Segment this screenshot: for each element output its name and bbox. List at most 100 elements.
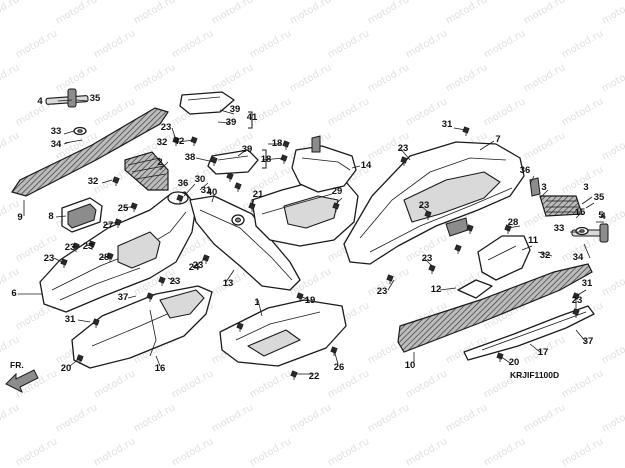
left-lower-panel-16 <box>71 285 213 369</box>
callout-28: 28 <box>508 217 519 228</box>
plate-12 <box>457 279 493 299</box>
watermark-text: motod.ru <box>170 436 215 468</box>
watermark-text: motod.ru <box>560 436 605 468</box>
leader-line <box>103 221 119 226</box>
callout-42: 42 <box>174 136 185 147</box>
panel-14 <box>291 135 357 193</box>
leader-line <box>399 147 411 161</box>
callout-23: 23 <box>422 253 433 264</box>
leader-line <box>195 157 215 163</box>
group-bracket-41 <box>248 111 253 129</box>
callout-4: 4 <box>37 96 43 107</box>
center-inner-panel-13 <box>189 195 301 291</box>
leader-line <box>529 175 535 185</box>
fastener-icon <box>424 210 432 220</box>
leader-line <box>581 196 593 205</box>
callout-23: 23 <box>44 253 55 264</box>
callout-5: 5 <box>598 210 604 221</box>
callout-26: 26 <box>334 362 345 373</box>
leader-line <box>63 141 71 145</box>
front-direction-arrow <box>5 369 39 394</box>
callout-35: 35 <box>90 93 101 104</box>
watermark-text: motod.ru <box>366 266 411 298</box>
callout-32: 32 <box>157 137 168 148</box>
fastener-icon <box>280 154 288 164</box>
leader-line <box>335 197 343 205</box>
callout-23: 23 <box>193 260 204 271</box>
callout-17: 17 <box>538 347 549 358</box>
callout-32: 32 <box>88 176 99 187</box>
fastener-icon <box>60 258 68 268</box>
callout-23: 23 <box>83 241 94 252</box>
watermark-text: motod.ru <box>0 130 21 162</box>
leader-lines <box>18 99 604 375</box>
callout-33: 33 <box>554 223 565 234</box>
fastener-icon <box>106 252 114 262</box>
watermark-text: motod.ru <box>404 28 449 60</box>
leader-line <box>127 295 137 299</box>
front-direction-label: FR. <box>10 360 24 370</box>
leader-line <box>177 139 195 143</box>
callout-34: 34 <box>573 252 584 263</box>
watermark-text: motod.ru <box>366 62 411 94</box>
leader-line <box>387 279 395 291</box>
fastener-icon <box>190 136 198 146</box>
leader-line <box>299 295 310 301</box>
callout-19: 19 <box>305 295 316 306</box>
watermark-text: motod.ru <box>600 130 625 162</box>
callout-37: 37 <box>583 336 594 347</box>
callout-36: 36 <box>520 165 531 176</box>
fastener-icon <box>88 240 96 250</box>
callout-10: 10 <box>405 360 416 371</box>
leader-line <box>99 255 111 259</box>
watermark-text: motod.ru <box>522 130 567 162</box>
leader-line <box>57 99 73 102</box>
leader-line <box>257 299 263 317</box>
callout-labels: 1234456789101112131415161718181920202122… <box>11 93 606 382</box>
leader-line <box>53 257 63 263</box>
callout-7: 7 <box>495 134 500 145</box>
callout-31: 31 <box>582 278 593 289</box>
callout-20: 20 <box>61 363 72 374</box>
watermark-text: motod.ru <box>132 402 177 434</box>
watermark-text: motod.ru <box>0 402 21 434</box>
watermark-text: motod.ru <box>560 368 605 400</box>
fastener-icon <box>466 224 474 234</box>
side-cover-11 <box>477 235 531 281</box>
watermark-text: motod.ru <box>54 62 99 94</box>
callout-22: 22 <box>309 371 320 382</box>
watermark-text: motod.ru <box>404 368 449 400</box>
fastener-icon <box>234 182 242 192</box>
leader-line <box>251 198 255 207</box>
fastener-icon <box>454 244 462 254</box>
leader-line <box>167 277 177 283</box>
watermark-text: motod.ru <box>14 28 59 60</box>
watermark-text: motod.ru <box>132 0 177 27</box>
watermark-text: motod.ru <box>14 436 59 468</box>
watermark-text: motod.ru <box>288 0 333 27</box>
right-footrest-3 <box>539 195 583 217</box>
left-floor-side-6 <box>39 191 197 313</box>
upper-stay-41 <box>179 91 235 115</box>
callout-39: 39 <box>242 144 253 155</box>
watermark-text: motod.ru <box>0 62 21 94</box>
leader-line <box>171 127 177 141</box>
callout-20: 20 <box>509 357 520 368</box>
leader-line <box>575 329 587 343</box>
leader-line <box>155 355 161 367</box>
callout-1: 1 <box>254 297 260 308</box>
watermark-text: motod.ru <box>444 62 489 94</box>
bolt-4-left <box>45 88 89 108</box>
leader-line <box>217 121 231 124</box>
callout-4: 4 <box>600 211 606 222</box>
watermark-text: motod.ru <box>288 62 333 94</box>
collar-36-right <box>529 177 541 197</box>
fastener-icon <box>428 264 436 274</box>
leader-line <box>499 355 511 364</box>
watermark-text: motod.ru <box>170 368 215 400</box>
watermark-text: motod.ru <box>326 28 371 60</box>
callout-6: 6 <box>11 288 16 299</box>
left-floor-mat <box>11 107 169 197</box>
watermark-text: motod.ru <box>92 436 137 468</box>
watermark-text: motod.ru <box>560 96 605 128</box>
